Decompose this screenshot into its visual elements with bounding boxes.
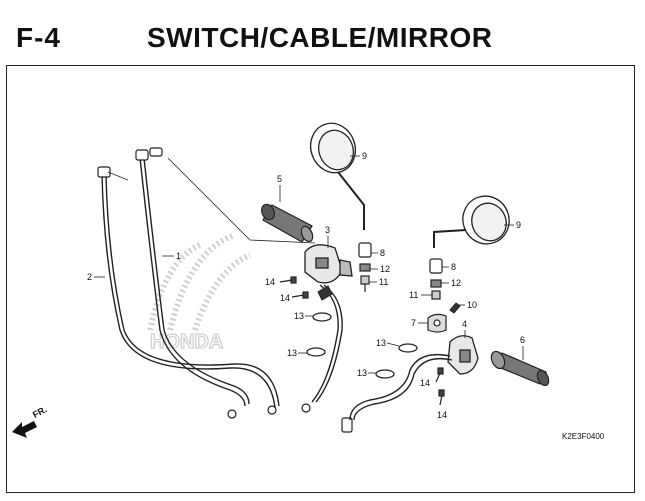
section-code: F-4 — [16, 22, 61, 53]
callout-6: 6 — [520, 335, 525, 345]
callout-9: 9 — [516, 220, 521, 230]
callout-13: 13 — [376, 338, 386, 348]
mirror-adapter-right — [429, 258, 443, 300]
callout-labels: 1 2 3 4 5 6 7 8 8 9 9 10 11 11 — [87, 151, 525, 420]
diagram-frame — [6, 65, 635, 493]
right-switch-wire — [349, 353, 451, 421]
callout-14: 14 — [280, 293, 290, 303]
callout-9: 9 — [362, 151, 367, 161]
cable-end-fittings — [97, 147, 353, 433]
section-title: SWITCH/CABLE/MIRROR — [147, 22, 493, 53]
callout-10: 10 — [467, 300, 477, 310]
left-switch-housing-3 — [304, 244, 353, 284]
right-switch-housing-4 — [447, 335, 479, 375]
callout-3: 3 — [325, 225, 330, 235]
cable-band-13 — [306, 312, 418, 379]
left-switch-wire — [315, 284, 343, 403]
callout-13: 13 — [287, 348, 297, 358]
callout-2: 2 — [87, 272, 92, 282]
callout-8: 8 — [380, 248, 385, 258]
leader-line — [107, 171, 129, 181]
leader-line — [386, 342, 400, 347]
callout-14: 14 — [420, 378, 430, 388]
callout-8: 8 — [451, 262, 456, 272]
mirror-left-9 — [309, 122, 365, 230]
callout-7: 7 — [411, 318, 416, 328]
left-switch-clamp — [317, 285, 333, 301]
callout-5: 5 — [277, 174, 282, 184]
left-grip-5 — [260, 203, 314, 243]
left-switch-wire — [311, 284, 339, 403]
callout-4: 4 — [462, 319, 467, 329]
front-direction-arrow-icon — [12, 421, 37, 438]
callout-14: 14 — [437, 410, 447, 420]
brand-watermark — [147, 232, 252, 331]
throttle-cable-2 — [101, 174, 280, 409]
callout-11: 11 — [379, 277, 388, 287]
callout-12: 12 — [380, 264, 390, 274]
callout-11: 11 — [409, 290, 418, 300]
bracket-7 — [427, 313, 447, 333]
mirror-adapter-left — [358, 242, 372, 292]
diagram-reference-code: K2E3F0400 — [562, 432, 605, 441]
callout-13: 13 — [294, 311, 304, 321]
callout-12: 12 — [451, 278, 461, 288]
throttle-cable-1 — [139, 157, 250, 407]
leader-line — [167, 157, 316, 244]
callout-1: 1 — [176, 251, 181, 261]
right-grip-6 — [490, 350, 550, 387]
screw-14 — [279, 276, 445, 406]
clip-10 — [449, 302, 461, 314]
callout-14: 14 — [265, 277, 275, 287]
mirror-right-9 — [433, 195, 510, 248]
right-switch-wire — [353, 357, 453, 421]
callout-13: 13 — [357, 368, 367, 378]
